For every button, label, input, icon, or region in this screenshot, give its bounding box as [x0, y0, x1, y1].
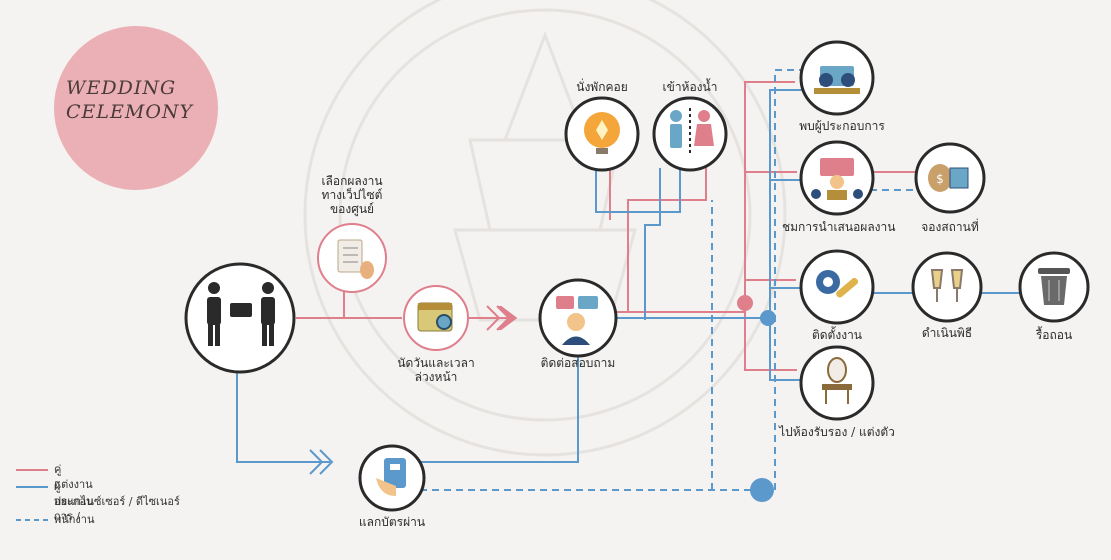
junction-dot-staff [750, 478, 774, 502]
trash-icon [1038, 268, 1070, 305]
title-line-1: WEDDING [66, 77, 177, 99]
label-ceremony: ดำเนินพิธี [921, 326, 973, 340]
presentation-icon [811, 158, 863, 200]
node-browse [317, 223, 387, 293]
label-meet: พบผู้ประกอบการ [799, 119, 885, 133]
calendar-icon [417, 302, 453, 332]
node-restroom [652, 96, 728, 172]
node-couple [184, 262, 296, 374]
keycard-icon [376, 458, 406, 496]
vanity-icon [822, 357, 852, 404]
lightbulb-icon [584, 112, 620, 154]
node-booking: $ [914, 142, 986, 214]
payment-icon: $ [928, 164, 969, 192]
restroom-icon [670, 108, 714, 156]
consultation-icon [556, 296, 598, 345]
legend-couple-label: คู่แต่งงาน [54, 463, 93, 491]
node-teardown [1018, 251, 1090, 323]
node-present [799, 140, 875, 216]
staff-path-lines [420, 69, 920, 491]
node-appointment [403, 285, 469, 351]
label-lounge: นั่งพักคอย [576, 80, 628, 94]
handshake-icon [207, 282, 275, 346]
legend-vendor-label-2: ออแกไนซ์เซอร์ / ดีไซเนอร์ [54, 495, 180, 508]
watermark-seal [303, 0, 787, 457]
junction-dot-vendor [760, 310, 776, 326]
node-setup [799, 249, 875, 325]
legend-vendor-label-1: ผู้ประกอบการ / [54, 480, 94, 523]
svg-text:$: $ [936, 172, 944, 186]
node-ceremony [911, 251, 983, 323]
meeting-icon [814, 66, 860, 94]
label-setup: ติดตั้งงาน [811, 328, 863, 342]
node-meet [799, 40, 875, 116]
node-inquiry [538, 278, 618, 358]
label-restroom: เข้าห้องน้ำ [662, 80, 718, 94]
junction-dot-couple [737, 295, 753, 311]
flow-arrows [309, 305, 511, 475]
vendor-path-lines [236, 89, 1020, 463]
label-pass: แลกบัตรผ่าน [358, 515, 426, 529]
label-booking: จองสถานที่ [921, 220, 979, 234]
title-badge-text: WEDDING CELEMONY [66, 76, 193, 124]
label-dressing: ไปห้องรับรอง / แต่งตัว [779, 425, 895, 439]
legend-staff-label: พนักงาน [54, 513, 95, 526]
node-lounge [564, 96, 640, 172]
title-line-2: CELEMONY [66, 101, 194, 123]
champagne-icon [930, 269, 964, 302]
label-present: ชมการนำเสนอผลงาน [782, 220, 896, 234]
label-inquiry: ติดต่อสอบถาม [540, 356, 616, 370]
node-pass [358, 444, 426, 512]
label-teardown: รื้อถอน [1035, 328, 1073, 342]
node-dressing [799, 345, 875, 421]
label-appointment: นัดวันและเวลา ล่วงหน้า [397, 356, 475, 384]
title-badge [54, 26, 218, 190]
label-browse: เลือกผลงาน ทางเว็ปไซต์ ของศูนย์ [321, 174, 383, 216]
checklist-icon [337, 239, 374, 279]
tools-icon [816, 270, 859, 298]
